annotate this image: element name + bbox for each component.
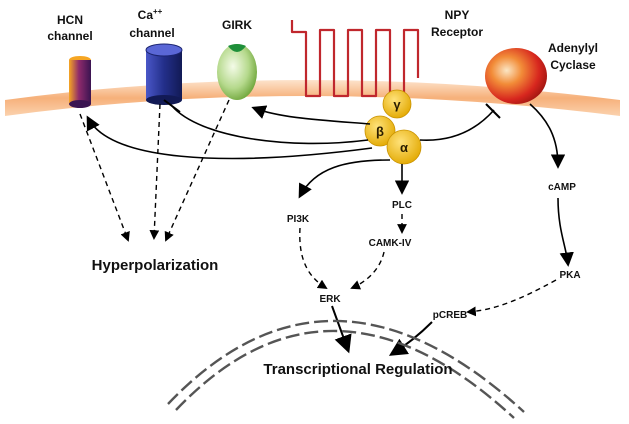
hcn-label-line1: HCN: [57, 13, 83, 27]
alpha-label: α: [400, 140, 408, 155]
ac-label-line1: Adenylyl: [548, 41, 598, 55]
npy-label-line2: Receptor: [431, 25, 483, 39]
calcium-channel-icon: [145, 43, 183, 105]
signal-arrows: [86, 99, 574, 356]
gamma-label: γ: [393, 97, 401, 112]
transcriptional-regulation-label: Transcriptional Regulation: [263, 361, 452, 378]
dashed-arrows: [79, 99, 557, 317]
pka-node: PKA: [559, 270, 580, 281]
nuclear-membrane: [167, 319, 525, 419]
girk-channel-icon: [217, 44, 257, 100]
npy-label-line1: NPY: [445, 8, 470, 22]
hyperpolarization-label: Hyperpolarization: [92, 257, 219, 274]
ca-label-line2: channel: [129, 26, 174, 40]
girk-label: GIRK: [222, 18, 252, 32]
ca-label-line1: Ca++: [138, 7, 163, 22]
beta-label: β: [376, 124, 384, 139]
pcreb-node: pCREB: [433, 310, 467, 321]
camp-node: cAMP: [548, 182, 576, 193]
adenylyl-cyclase-icon: [485, 48, 547, 104]
plc-node: PLC: [392, 200, 412, 211]
ac-label-line2: Cyclase: [550, 58, 596, 72]
pi3k-node: PI3K: [287, 214, 310, 225]
hcn-label-line2: channel: [47, 29, 92, 43]
g-protein-icon: γ β α: [364, 89, 422, 165]
camk-node: CAMK-IV: [369, 238, 412, 249]
erk-node: ERK: [319, 294, 341, 305]
hcn-channel-icon: [69, 56, 91, 108]
